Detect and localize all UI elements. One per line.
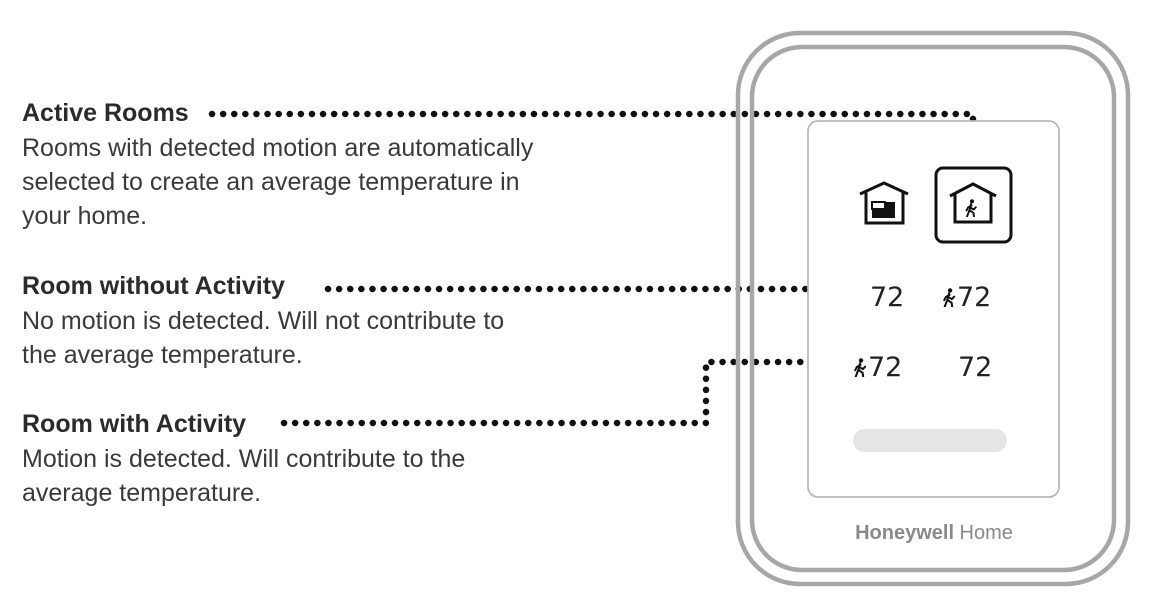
room-temp-inactive: 72 [870,282,904,313]
leader-room-with-activity [280,358,849,427]
callout-title: Room without Activity [22,272,285,300]
room-temp-inactive: 72 [958,352,992,383]
room-temp-active: 72 [957,282,991,313]
callout-active-rooms: Active Rooms Rooms with detected motion … [22,98,533,233]
callout-description: Motion is detected. Will contribute to t… [22,445,466,507]
callout-description: No motion is detected. Will not contribu… [22,307,505,369]
callout-room-with-activity: Room with Activity Motion is detected. W… [22,409,465,510]
callout-description: Rooms with detected motion are automatic… [22,134,534,230]
device-inner-frame [749,44,1117,573]
room-temp-active: 72 [868,352,902,383]
callout-room-without-activity: Room without Activity No motion is detec… [22,271,504,372]
callout-title: Room with Activity [22,410,247,438]
screen-pill-bar [853,429,1007,452]
home-sensor-icon [859,181,909,225]
brand-logo: Honeywell Home [855,522,1013,544]
home-motion-icon [934,166,1013,244]
callout-title: Active Rooms [22,99,189,127]
device-outer-frame [735,30,1131,587]
